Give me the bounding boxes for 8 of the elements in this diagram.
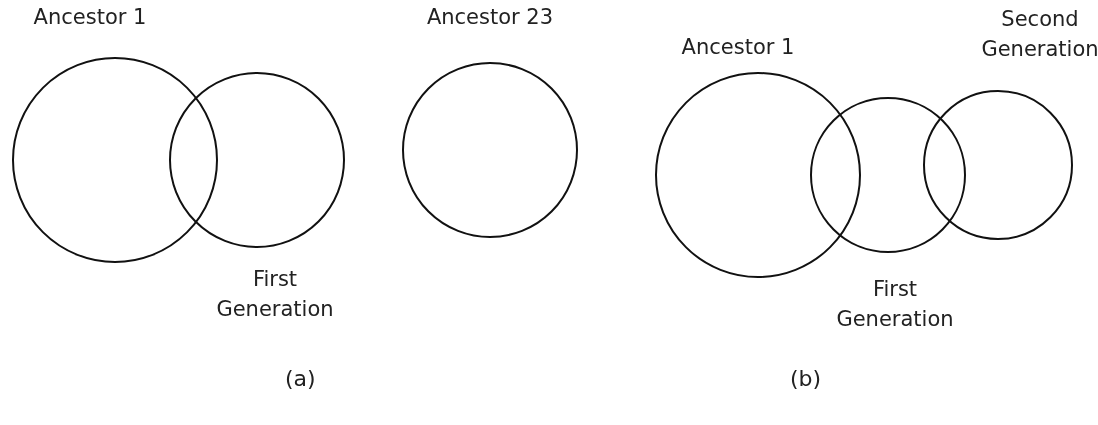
panel-label: (b) (790, 366, 822, 391)
circle-label: Ancestor 1 (32, 4, 148, 31)
circle-label: Ancestor 23 (425, 4, 555, 31)
panel-label: (a) (285, 366, 316, 391)
circle-label: First Generation (835, 276, 955, 333)
circle-label: Second Generation (980, 6, 1098, 63)
circle-label: Ancestor 1 (680, 34, 796, 61)
circle-label: First Generation (215, 266, 335, 323)
